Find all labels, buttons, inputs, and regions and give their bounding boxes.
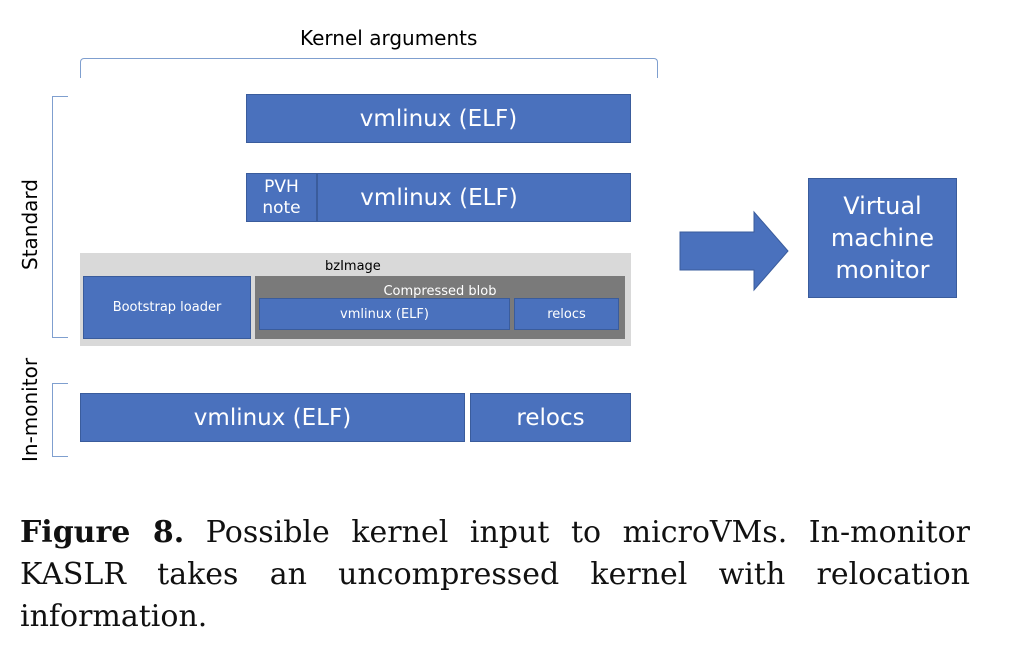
vmlinux-pvh-box: vmlinux (ELF) [317, 173, 631, 222]
in-monitor-label: In-monitor [18, 357, 42, 462]
vmlinux-blob-label: vmlinux (ELF) [340, 306, 429, 322]
bootstrap-loader-label: Bootstrap loader [112, 300, 222, 315]
vmlinux-box: vmlinux (ELF) [246, 94, 631, 143]
relocs-blob-label: relocs [547, 306, 586, 322]
right-arrow-icon [679, 210, 789, 292]
standard-bracket [52, 96, 68, 338]
virtual-machine-monitor-label: Virtual machine monitor [830, 192, 935, 284]
vmlinux-monitor-box: vmlinux (ELF) [80, 393, 465, 442]
virtual-machine-monitor-box: Virtual machine monitor [808, 178, 957, 298]
relocs-monitor-label: relocs [516, 404, 585, 431]
pvh-note-label: PVH note [262, 176, 301, 218]
relocs-blob-box: relocs [514, 298, 619, 330]
bootstrap-loader-box: Bootstrap loader [83, 276, 251, 339]
vmlinux-pvh-label: vmlinux (ELF) [360, 184, 518, 211]
compressed-blob-label: Compressed blob [383, 284, 497, 299]
vmlinux-label: vmlinux (ELF) [359, 105, 518, 132]
in-monitor-bracket [52, 383, 68, 457]
figure-caption-text: Possible kernel input to microVMs. In-mo… [20, 515, 971, 634]
vmlinux-monitor-label: vmlinux (ELF) [193, 404, 352, 431]
figure-number: Figure 8. [20, 515, 185, 550]
figure-caption: Figure 8. Possible kernel input to micro… [20, 512, 970, 638]
kernel-arguments-label: Kernel arguments [300, 26, 478, 50]
pvh-note-box: PVH note [246, 173, 317, 222]
standard-label: Standard [18, 179, 42, 270]
kernel-arguments-bracket [80, 58, 658, 78]
bzimage-label: bzImage [325, 259, 381, 274]
vmlinux-blob-box: vmlinux (ELF) [259, 298, 510, 330]
relocs-monitor-box: relocs [470, 393, 631, 442]
